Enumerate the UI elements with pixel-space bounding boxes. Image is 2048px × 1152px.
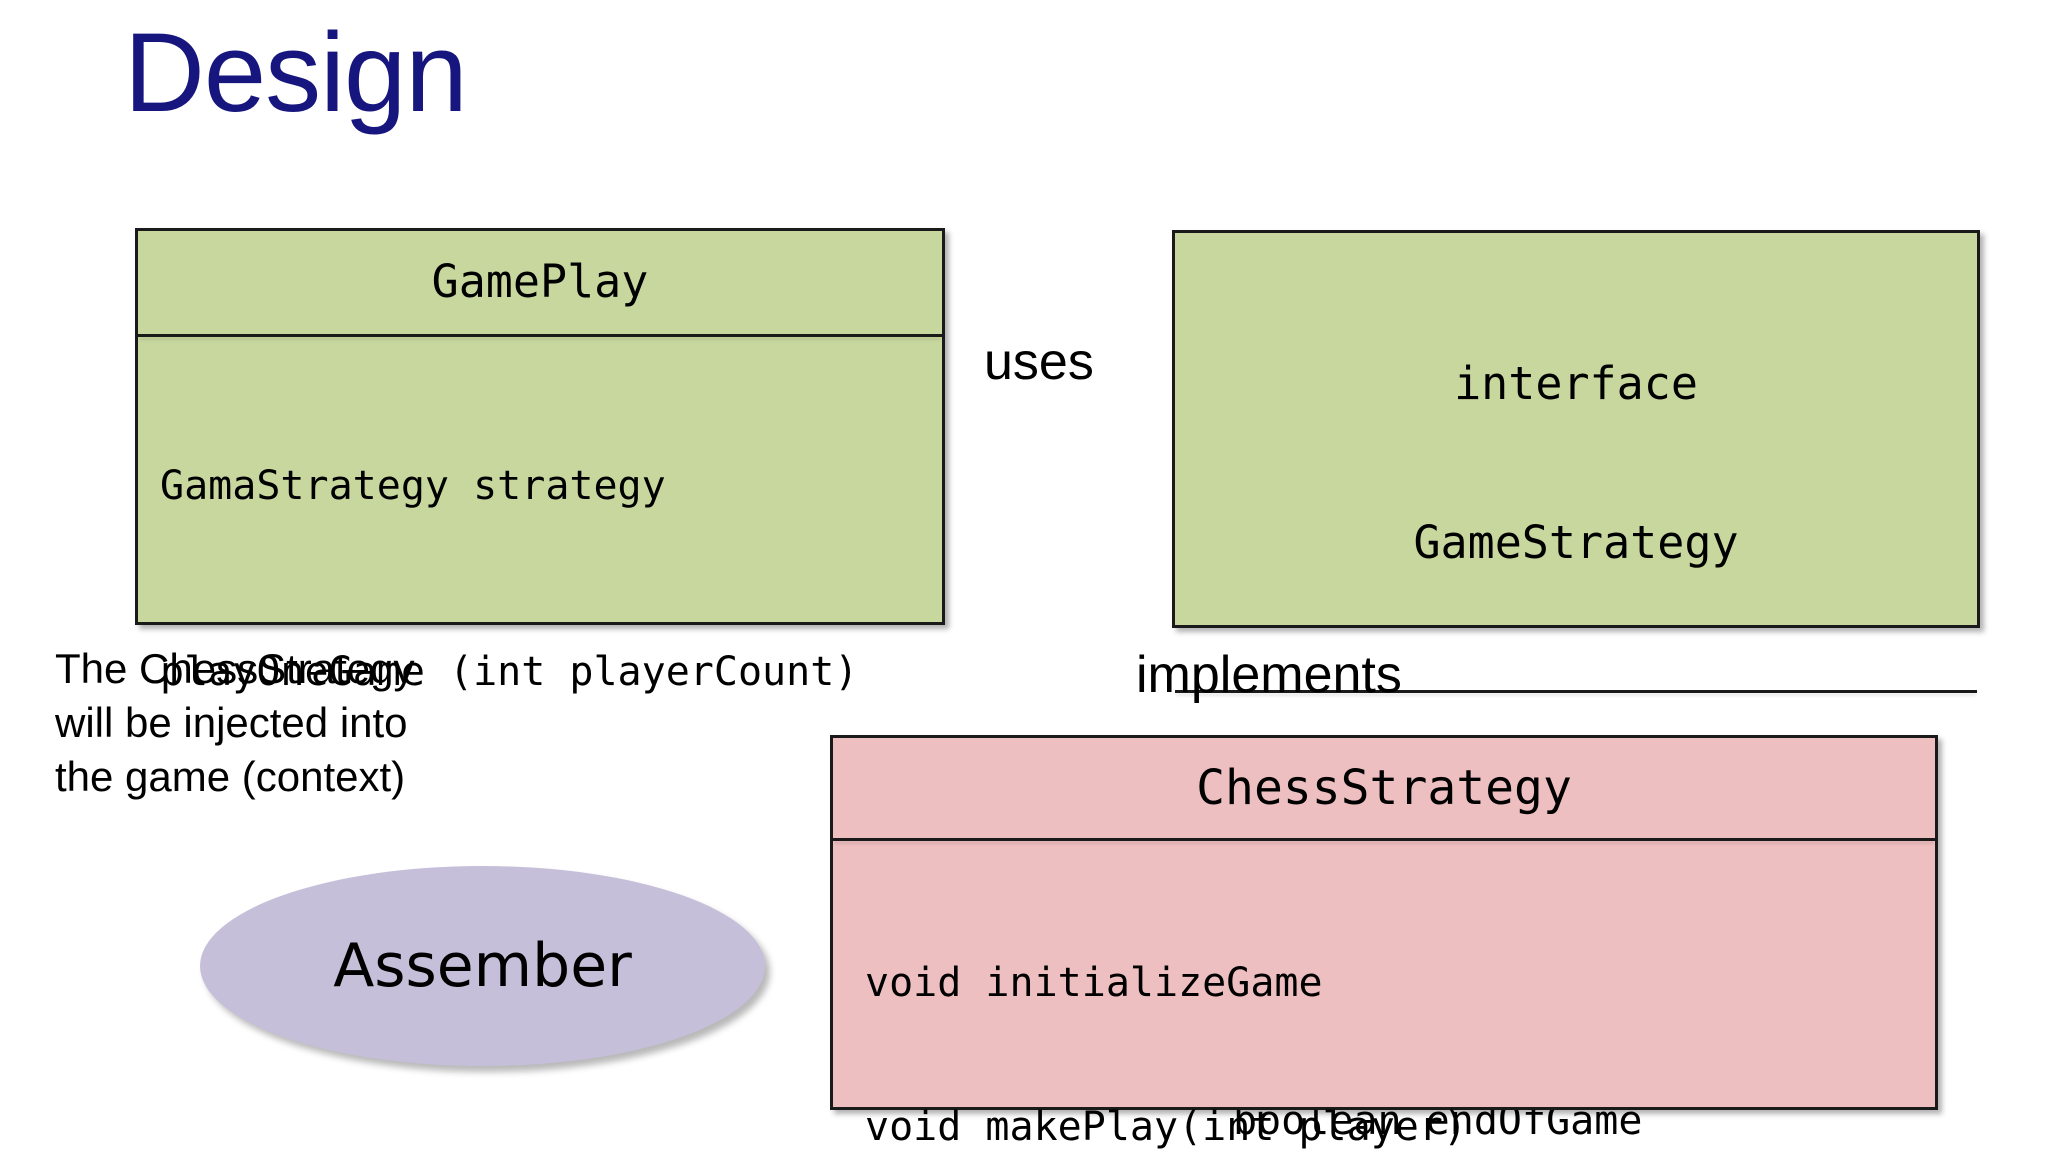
annotation-note: The ChessStrategy will be injected into … — [55, 642, 475, 803]
annotation-line: The ChessStrategy — [55, 645, 415, 692]
relation-label-implements: implements — [1136, 646, 1402, 704]
class-divider — [833, 838, 1935, 841]
class-members-gameplay: GamaStrategy strategy playOneGame (int p… — [138, 337, 942, 835]
class-name-gamestrategy: GameStrategy — [1413, 516, 1739, 570]
class-member: playOneGame (int playerCount) — [160, 649, 859, 695]
annotation-line: the game (context) — [55, 752, 406, 800]
class-divider — [138, 334, 942, 337]
class-box-gameplay[interactable]: GamePlay GamaStrategy strategy playOneGa… — [135, 228, 945, 695]
class-header-gamestrategy: interface GameStrategy — [1175, 233, 1977, 690]
assember-label: Assember — [333, 931, 632, 1001]
class-name-gameplay: GamePlay — [431, 255, 649, 308]
page-title: Design — [124, 10, 468, 135]
class-members-chessstrategy: void initializeGame void makePlay(int pl… — [833, 841, 1935, 1152]
annotation-line: will be injected into — [55, 698, 408, 746]
class-divider — [1175, 689, 1977, 693]
class-box-gamestrategy[interactable]: interface GameStrategy void initializeGa… — [1172, 230, 1980, 1144]
relation-label-uses: uses — [984, 333, 1094, 391]
class-member: void makePlay(int player) — [865, 1104, 1468, 1150]
class-member: void initializeGame — [865, 960, 1323, 1006]
class-member: GamaStrategy strategy — [160, 463, 666, 509]
class-name-chessstrategy: ChessStrategy — [1196, 760, 1572, 816]
assember-node[interactable]: Assember — [200, 866, 765, 1066]
class-box-chessstrategy[interactable]: ChessStrategy void initializeGame void m… — [830, 735, 1938, 1150]
class-stereotype: interface — [1454, 357, 1698, 411]
